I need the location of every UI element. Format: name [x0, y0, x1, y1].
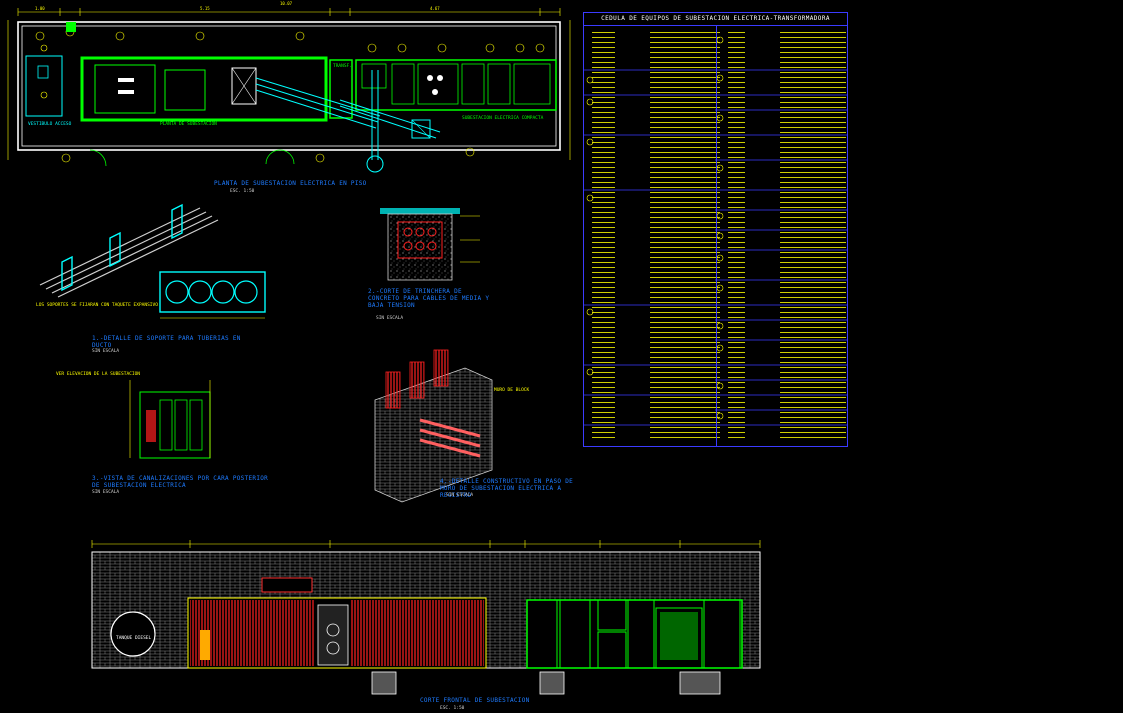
schedule-body — [584, 28, 847, 438]
detail4-note: MURO DE BLOCK — [494, 388, 530, 393]
elevation-scale: ESC. 1:50 — [440, 706, 465, 711]
transformer-room — [80, 56, 328, 122]
outer-wall — [17, 21, 561, 151]
svg-text:10.07: 10.07 — [280, 1, 293, 6]
elevation-view — [91, 540, 761, 695]
switchgear-elevation — [526, 599, 743, 669]
detail3-scale: SIN ESCALA — [92, 490, 120, 495]
svg-text:5.15: 5.15 — [200, 6, 210, 11]
detail4-title: 4.-DETALLE CONSTRUCTIVO EN PASO DE MURO … — [440, 478, 574, 499]
detail1-drawing — [39, 203, 266, 319]
detail1-note: LOS SOPORTES SE FIJARAN CON TAQUETE EXPA… — [36, 303, 158, 308]
vestibule-box — [25, 55, 63, 117]
detail3-title: 3.-VISTA DE CANALIZACIONES POR CARA POST… — [92, 475, 269, 489]
plan-vestibule-label: VESTIBULO ACCESO — [28, 122, 72, 127]
plan-scale: ESC. 1:50 — [230, 189, 255, 194]
detail4-scale: SIN ESCALA — [446, 493, 474, 498]
detail1-scale: SIN ESCALA — [92, 349, 120, 354]
detail2-drawing — [380, 208, 480, 281]
equipment-schedule-table: CEDULA DE EQUIPOS DE SUBESTACION ELECTRI… — [583, 12, 848, 447]
detail3-drawing — [129, 380, 211, 459]
plan-room-right-label: SUBESTACION ELECTRICA COMPACTA — [462, 116, 544, 121]
elevation-tank-label: TANQUE DIESEL — [116, 636, 152, 641]
svg-text:4.67: 4.67 — [430, 6, 440, 11]
detail1-title: 1.-DETALLE DE SOPORTE PARA TUBERIAS EN D… — [92, 335, 241, 349]
detail2-scale: SIN ESCALA — [376, 316, 404, 321]
detail4-drawing — [374, 349, 493, 503]
detail2-title: 2.-CORTE DE TRINCHERA DE CONCRETO PARA C… — [368, 288, 490, 309]
plan-room-left-label: PLANTA DE SUBESTACION — [160, 122, 217, 127]
schedule-column-divider — [716, 25, 717, 446]
schedule-title: CEDULA DE EQUIPOS DE SUBESTACION ELECTRI… — [584, 13, 847, 26]
elevation-title: CORTE FRONTAL DE SUBESTACION — [420, 697, 530, 704]
plan-trans-label: TRANSF. — [333, 64, 352, 69]
plan-title: PLANTA DE SUBESTACION ELECTRICA EN PISO — [214, 180, 367, 187]
switchgear-plan — [355, 59, 557, 111]
svg-text:1.00: 1.00 — [35, 6, 45, 11]
plan-view: 1.00 5.15 4.67 10.07 — [7, 1, 571, 173]
detail3-note: VER ELEVACION DE LA SUBESTACION — [56, 372, 140, 377]
